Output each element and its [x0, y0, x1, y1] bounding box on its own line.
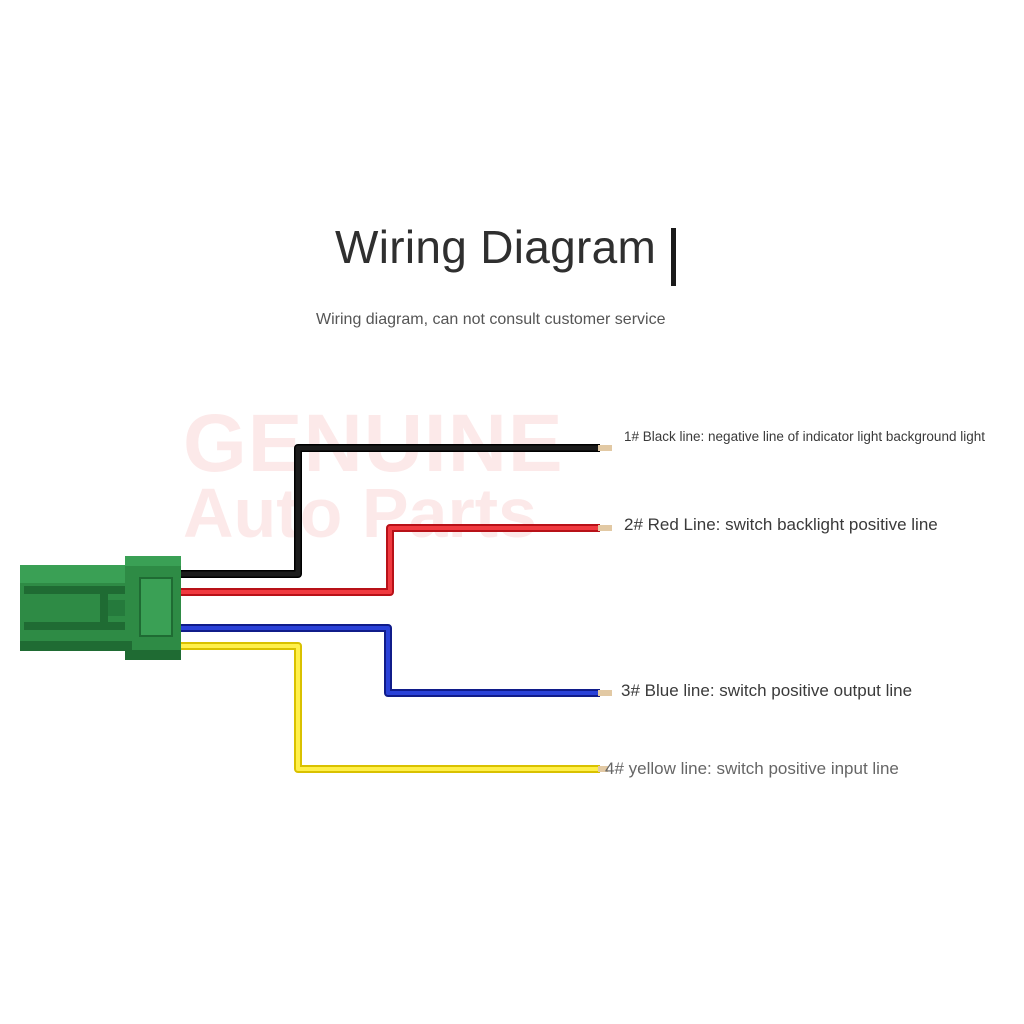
wire-yellow [178, 642, 608, 773]
wire-black [178, 444, 612, 578]
watermark-line1: GENUINE [183, 398, 564, 489]
terminal-yellow [598, 766, 608, 772]
wire-label-black: 1# Black line: negative line of indicato… [624, 429, 985, 444]
text-cursor [671, 228, 676, 286]
watermark-line2: Auto Parts [183, 474, 537, 552]
wire-label-blue: 3# Blue line: switch positive output lin… [621, 681, 913, 700]
diagram-title: Wiring Diagram [335, 221, 657, 273]
diagram-subtitle: Wiring diagram, can not consult customer… [316, 311, 666, 328]
terminal-blue [598, 690, 612, 696]
connector-housing [20, 556, 181, 660]
wire-label-yellow: 4# yellow line: switch positive input li… [605, 759, 899, 778]
terminal-red [598, 525, 612, 531]
wire-red [178, 524, 612, 596]
wire-blue [178, 624, 612, 697]
wire-label-red: 2# Red Line: switch backlight positive l… [624, 515, 938, 534]
terminal-black [598, 445, 612, 451]
